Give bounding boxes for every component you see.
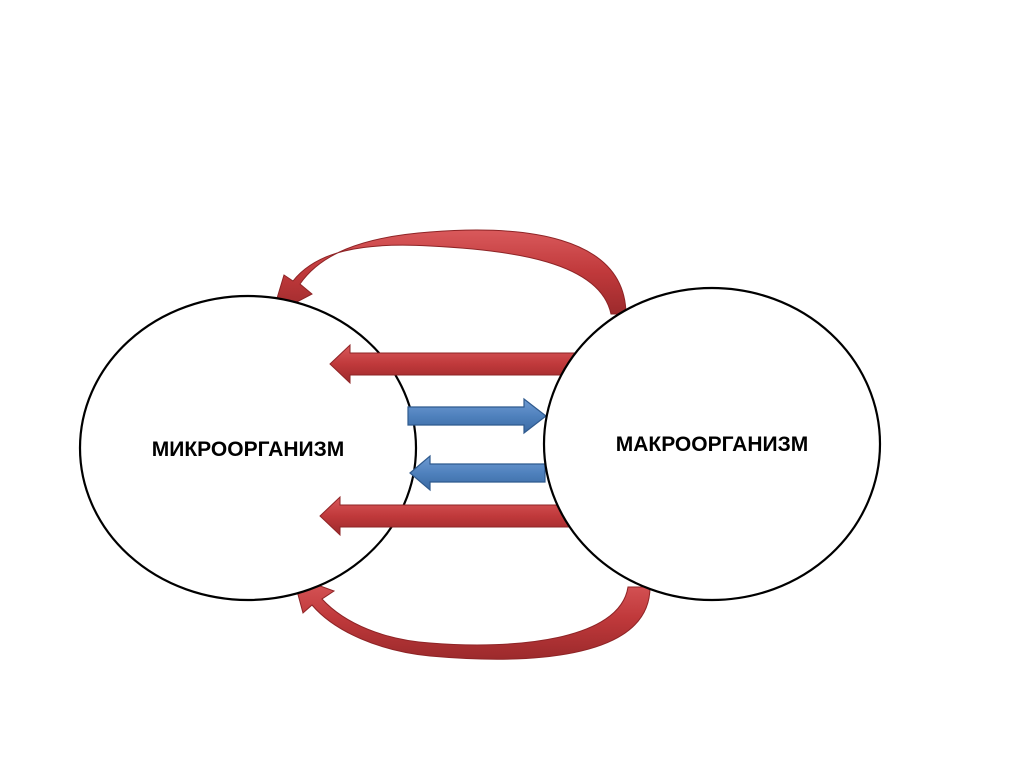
top-curved-arrow — [271, 229, 627, 316]
blue-arrow-right — [407, 397, 547, 435]
microorganism-node: МИКРООРГАНИЗМ — [78, 294, 418, 602]
bottom-curved-arrow — [292, 575, 651, 660]
macroorganism-node: МАКРООРГАНИЗМ — [542, 286, 882, 602]
macroorganism-label: МАКРООРГАНИЗМ — [616, 433, 809, 456]
microorganism-label: МИКРООРГАНИЗМ — [152, 438, 344, 461]
macroorganism-circle — [542, 286, 882, 602]
blue-arrow-left — [409, 454, 546, 492]
